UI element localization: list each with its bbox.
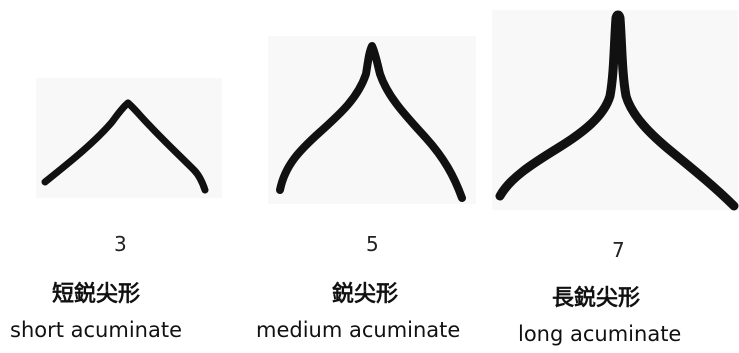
label-en-short: short acuminate [10, 318, 182, 342]
label-ja-long: 長鋭尖形 [552, 280, 640, 312]
short-acuminate-leaf-tip-icon [0, 0, 240, 230]
panel-long-acuminate: 7 長鋭尖形 long acuminate [480, 0, 739, 353]
label-en-long: long acuminate [518, 322, 681, 346]
panel-short-acuminate: 3 短鋭尖形 short acuminate [0, 0, 240, 353]
score-medium: 5 [366, 232, 379, 256]
score-long: 7 [612, 238, 625, 262]
medium-acuminate-leaf-tip-icon [240, 0, 480, 230]
score-short: 3 [114, 232, 127, 256]
panel-medium-acuminate: 5 鋭尖形 medium acuminate [240, 0, 480, 353]
label-ja-medium: 鋭尖形 [332, 276, 398, 308]
label-en-medium: medium acuminate [256, 318, 460, 342]
long-acuminate-leaf-tip-icon [480, 0, 739, 230]
label-ja-short: 短鋭尖形 [52, 276, 140, 308]
